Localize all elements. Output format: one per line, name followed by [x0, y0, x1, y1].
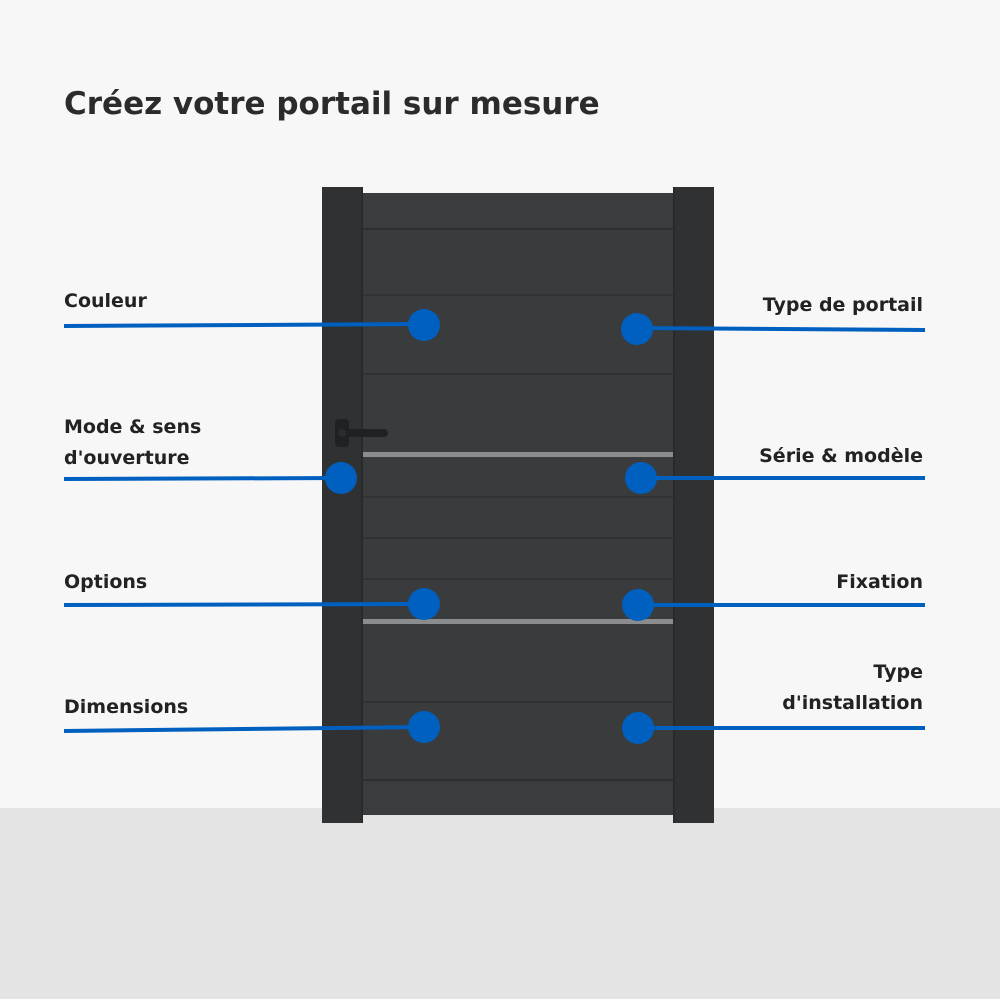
label-options: Options [64, 571, 148, 593]
page-title: Créez votre portail sur mesure [64, 86, 600, 122]
floor [0, 808, 1000, 999]
gate-light-rail [362, 619, 675, 624]
gate-light-rail [362, 452, 675, 457]
label-mode-line1: Mode & sens [64, 416, 202, 438]
label-type-portail: Type de portail [762, 294, 923, 316]
callout-options[interactable] [63, 588, 440, 620]
label-fixation: Fixation [836, 571, 923, 593]
gate-post-right [673, 187, 714, 823]
callout-type-portail[interactable] [621, 313, 926, 345]
gate-infill [362, 229, 675, 780]
callout-dimensions[interactable] [63, 711, 440, 743]
callout-type-installation[interactable] [622, 712, 925, 744]
callout-serie-modele[interactable] [625, 462, 925, 494]
label-dimensions: Dimensions [64, 696, 189, 718]
callout-mode-sens[interactable] [63, 462, 357, 494]
gate-top-rail [362, 193, 675, 229]
label-couleur: Couleur [64, 290, 147, 312]
callout-fixation[interactable] [622, 589, 925, 621]
label-type-install-line1: Type [873, 661, 923, 683]
label-serie-modele: Série & modèle [759, 445, 923, 467]
gate-post-left [322, 187, 363, 823]
gate-bottom-rail [362, 780, 675, 815]
callout-couleur[interactable] [63, 309, 440, 341]
label-type-install-line2: d'installation [782, 692, 923, 714]
label-mode-line2: d'ouverture [64, 447, 190, 469]
door-handle-icon [335, 419, 388, 447]
